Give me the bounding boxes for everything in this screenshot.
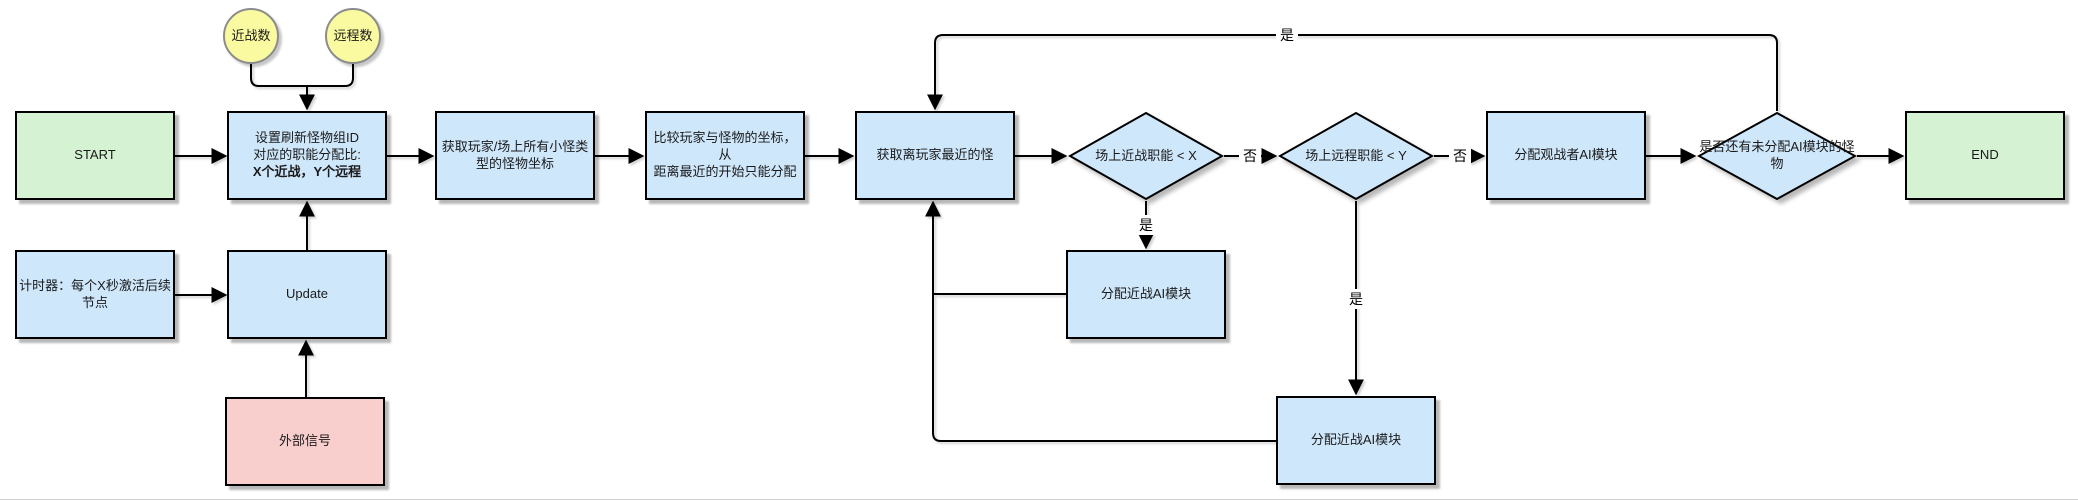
edge-label-yes-ranged: 是	[1345, 289, 1367, 309]
edge-label-no-1: 否	[1239, 146, 1261, 166]
node-compare-line2: 距离最近的开始只能分配	[653, 163, 797, 179]
node-start: START	[15, 111, 175, 200]
node-get-nearest: 获取离玩家最近的怪	[855, 111, 1015, 200]
node-set-ratio-line1: 设置刷新怪物组ID	[254, 130, 359, 146]
node-get-coords-line1: 获取玩家/场上所有小怪类	[441, 138, 589, 154]
node-compare-line1: 比较玩家与怪物的坐标，从	[653, 130, 797, 163]
node-end: END	[1905, 111, 2065, 200]
remaining-check-shape	[1697, 111, 1857, 201]
node-remaining-check: 是否还有未分配AI模块的怪物	[1697, 111, 1857, 201]
node-get-nearest-label: 获取离玩家最近的怪	[876, 147, 994, 163]
edge-assign-melee-2-join	[932, 294, 1276, 442]
edge-assign-melee-1-to-get-nearest	[925, 200, 1066, 295]
ranged-check-shape	[1278, 111, 1434, 201]
node-assign-melee-2: 分配近战AI模块	[1276, 396, 1436, 485]
edge-label-yes-loop: 是	[1276, 25, 1298, 45]
node-start-label: START	[74, 147, 116, 163]
node-get-coords: 获取玩家/场上所有小怪类 型的怪物坐标	[435, 111, 595, 200]
edge-melee-count-merge	[250, 64, 307, 87]
melee-check-shape	[1068, 111, 1224, 201]
node-timer: 计时器：每个X秒激活后续 节点	[15, 250, 175, 339]
node-melee-check: 场上近战职能 < X	[1068, 111, 1224, 201]
node-external-signal: 外部信号	[225, 397, 385, 486]
edge-ranged-count-merge	[307, 64, 354, 87]
node-update: Update	[227, 250, 387, 339]
node-set-ratio-line2: 对应的职能分配比:	[253, 147, 361, 163]
edge-label-yes-melee: 是	[1135, 215, 1157, 235]
node-assign-melee-1: 分配近战AI模块	[1066, 250, 1226, 339]
node-melee-count-label: 近战数	[231, 27, 271, 43]
node-get-coords-line2: 型的怪物坐标	[475, 155, 554, 171]
node-ranged-count: 远程数	[325, 8, 381, 64]
node-compare: 比较玩家与怪物的坐标，从 距离最近的开始只能分配	[645, 111, 805, 200]
edge-label-no-2: 否	[1449, 146, 1471, 166]
node-set-ratio: 设置刷新怪物组ID 对应的职能分配比: X个近战，Y个远程	[227, 111, 387, 200]
node-timer-line1: 计时器：每个X秒激活后续	[19, 277, 171, 293]
node-assign-melee-1-label: 分配近战AI模块	[1100, 286, 1192, 302]
node-end-label: END	[1971, 147, 1999, 163]
node-ranged-check: 场上远程职能 < Y	[1278, 111, 1434, 201]
node-update-label: Update	[286, 286, 328, 302]
node-melee-check-label: 场上近战职能 < X	[1095, 147, 1197, 163]
node-melee-count: 近战数	[223, 8, 279, 64]
node-remaining-check-label: 是否还有未分配AI模块的怪物	[1699, 139, 1855, 171]
node-timer-line2: 节点	[81, 294, 108, 310]
node-assign-melee-2-label: 分配近战AI模块	[1310, 432, 1402, 448]
node-ranged-count-label: 远程数	[333, 27, 373, 43]
node-ranged-check-label: 场上远程职能 < Y	[1305, 147, 1407, 163]
node-assign-spectator-label: 分配观战者AI模块	[1514, 147, 1618, 163]
node-assign-spectator: 分配观战者AI模块	[1486, 111, 1646, 200]
node-external-signal-label: 外部信号	[278, 433, 331, 449]
edge-remaining-check-loop-top	[927, 34, 1778, 111]
node-set-ratio-line3: X个近战，Y个远程	[252, 163, 362, 179]
